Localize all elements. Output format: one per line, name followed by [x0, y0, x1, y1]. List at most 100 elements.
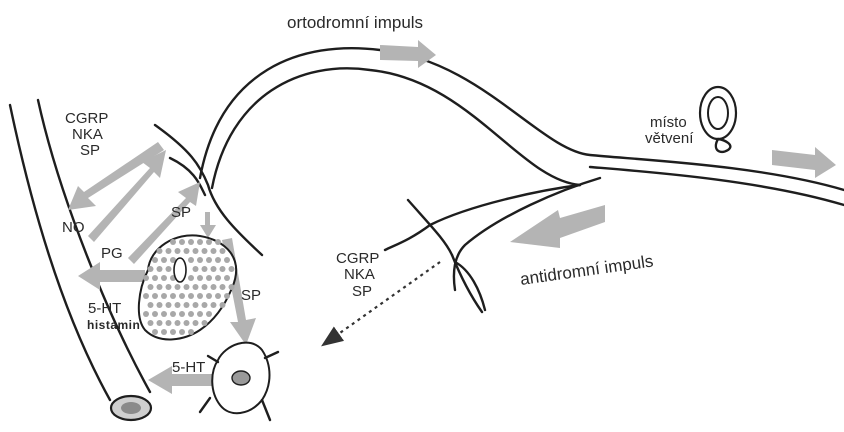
granule: [206, 257, 212, 263]
granule: [193, 248, 199, 254]
granule: [143, 293, 149, 299]
granule: [166, 284, 172, 290]
granule: [157, 302, 163, 308]
granule: [179, 311, 185, 317]
label-center-cgrp: CGRP: [336, 250, 379, 267]
label-orthodromic: ortodromní impuls: [287, 13, 423, 32]
granule: [220, 284, 226, 290]
granule: [188, 293, 194, 299]
granule: [215, 257, 221, 263]
granule: [188, 311, 194, 317]
platelet-cell: [200, 343, 278, 420]
neuron-cell-body: [700, 87, 736, 152]
peripheral-out-arrow: [772, 147, 836, 178]
granule: [206, 275, 212, 281]
label-antidromic: antidromní impuls: [519, 251, 655, 288]
label-left-nka: NKA: [72, 126, 103, 143]
granule: [152, 311, 158, 317]
granule: [161, 311, 167, 317]
granule: [184, 284, 190, 290]
granule: [202, 302, 208, 308]
granule: [184, 248, 190, 254]
mast-cell: [139, 235, 236, 339]
label-5ht-mast: 5-HT: [88, 300, 121, 317]
granule: [166, 266, 172, 272]
granule: [157, 248, 163, 254]
granule: [197, 293, 203, 299]
granule: [152, 257, 158, 263]
granule: [197, 275, 203, 281]
granule: [184, 302, 190, 308]
granule: [166, 302, 172, 308]
label-left-cgrp: CGRP: [65, 110, 108, 127]
granule: [152, 275, 158, 281]
granule: [157, 284, 163, 290]
granule: [229, 284, 235, 290]
label-no: NO: [62, 219, 85, 236]
granule: [152, 293, 158, 299]
granule: [175, 320, 181, 326]
granule: [166, 320, 172, 326]
granule: [148, 266, 154, 272]
label-center-nka: NKA: [344, 266, 375, 283]
granule: [197, 257, 203, 263]
granule: [220, 266, 226, 272]
sp-down-arrow: [200, 212, 216, 238]
granule: [184, 320, 190, 326]
granule: [211, 248, 217, 254]
granule: [206, 311, 212, 317]
granule: [202, 284, 208, 290]
granule: [202, 266, 208, 272]
granule: [175, 284, 181, 290]
granule: [188, 257, 194, 263]
granule: [193, 266, 199, 272]
granule: [202, 320, 208, 326]
granule: [152, 329, 158, 335]
granule: [148, 284, 154, 290]
granule: [170, 293, 176, 299]
granule: [202, 248, 208, 254]
granule: [188, 329, 194, 335]
granule: [148, 320, 154, 326]
label-branch-point-1: místo: [650, 114, 687, 131]
granule: [224, 275, 230, 281]
granule: [215, 239, 221, 245]
antidromic-arrow: [510, 205, 605, 248]
granule: [143, 311, 149, 317]
granule: [179, 239, 185, 245]
granule: [197, 239, 203, 245]
sensory-nerve-fiber: [155, 48, 844, 312]
orthodromic-arrow: [380, 40, 436, 68]
granule: [166, 248, 172, 254]
granule: [211, 302, 217, 308]
granule: [175, 248, 181, 254]
label-5ht-platelet: 5-HT: [172, 359, 205, 376]
granule: [211, 284, 217, 290]
granule: [175, 302, 181, 308]
granule: [224, 257, 230, 263]
granule: [157, 266, 163, 272]
granule: [170, 239, 176, 245]
mast-cell-nucleus: [174, 258, 186, 282]
granule: [179, 329, 185, 335]
granule: [215, 275, 221, 281]
granule: [206, 239, 212, 245]
granule: [161, 257, 167, 263]
granule: [193, 284, 199, 290]
label-pg: PG: [101, 245, 123, 262]
label-sp-top: SP: [171, 204, 191, 221]
granule: [161, 329, 167, 335]
granule: [161, 275, 167, 281]
granule: [220, 248, 226, 254]
mast-out-arrow: [78, 262, 145, 290]
label-left-sp: SP: [80, 142, 100, 159]
granule: [220, 302, 226, 308]
granule: [170, 329, 176, 335]
label-branch-point-2: větvení: [645, 130, 694, 147]
granule: [143, 275, 149, 281]
granule: [161, 293, 167, 299]
granule: [224, 293, 230, 299]
label-histamin: histamin: [87, 318, 140, 332]
